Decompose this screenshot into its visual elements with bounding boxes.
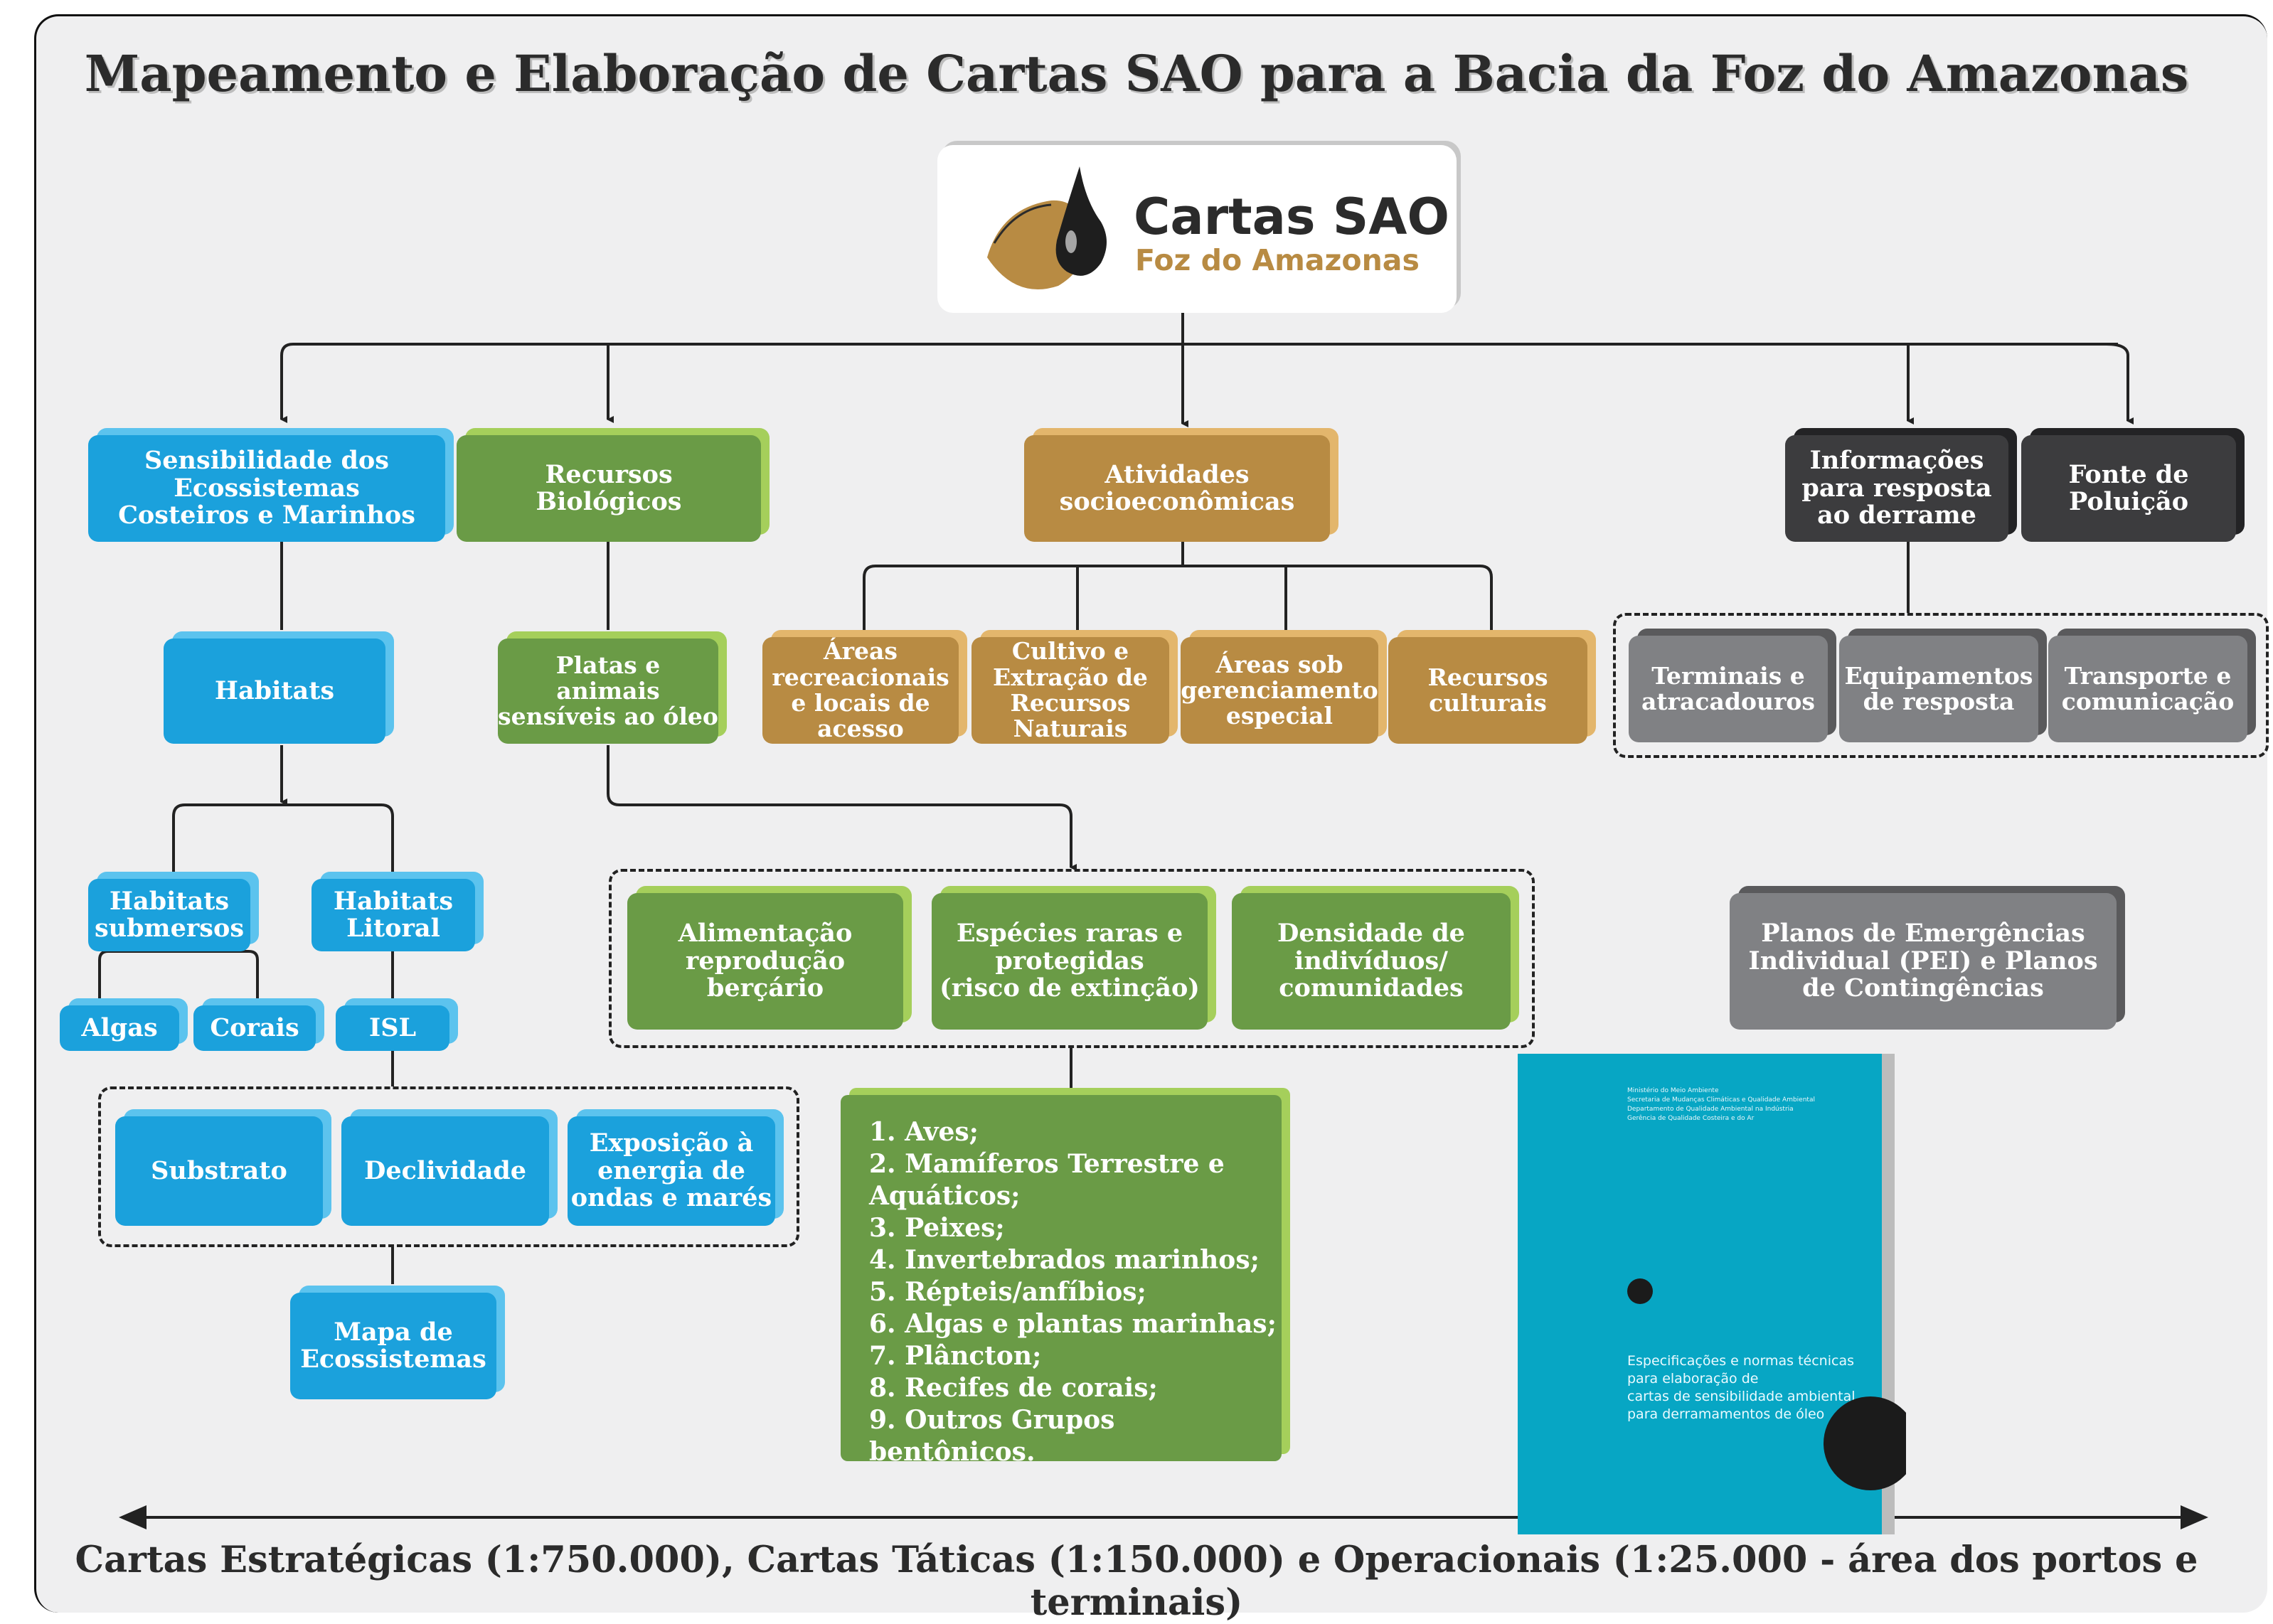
book-title-text: Especificações e normas técnicas para el… — [1627, 1353, 1856, 1422]
node-exposicao: Exposição à energia de ondas e marés — [568, 1116, 775, 1226]
node-algas: Algas — [60, 1005, 179, 1051]
technical-specs-book-cover: Ministério do Meio Ambiente Secretaria d… — [1518, 1054, 1906, 1534]
response-info-group — [1613, 613, 2269, 758]
list-item: 6. Algas e plantas marinhas; — [869, 1309, 1277, 1339]
biological-groups-list: 1. Aves; 2. Mamíferos Terrestre e Aquáti… — [841, 1095, 1282, 1467]
oil-blot-icon — [1824, 1396, 1906, 1490]
node-fonte-poluicao: Fonte de Poluição — [2021, 435, 2236, 542]
node-informacoes: Informações para resposta ao derrame — [1785, 435, 2008, 542]
oil-drop-logo-icon — [987, 166, 1107, 289]
diagram-title: Mapeamento e Elaboração de Cartas SAO pa… — [84, 44, 2189, 103]
node-alimentacao: Alimentação reprodução berçário — [627, 893, 903, 1030]
list-item: 7. Plâncton; — [869, 1341, 1042, 1371]
node-sensibilidade: Sensibilidade dos Ecossistemas Costeiros… — [88, 435, 445, 542]
node-habitats: Habitats — [164, 639, 385, 744]
node-habitats-submersos: Habitats submersos — [88, 879, 250, 951]
node-cultivo: Cultivo e Extração de Recursos Naturais — [972, 637, 1169, 744]
node-declividade: Declividade — [341, 1116, 549, 1226]
biological-criteria-group — [609, 869, 1535, 1048]
list-item: 1. Aves; — [869, 1117, 979, 1147]
node-mapa-ecossistemas: Mapa de Ecossistemas — [290, 1293, 496, 1399]
node-substrato: Substrato — [115, 1116, 323, 1226]
node-areas-recreacionais: Áreas recreacionais e locais de acesso — [762, 637, 959, 744]
node-especies: Espécies raras e protegidas (risco de ex… — [932, 893, 1208, 1030]
cartas-sao-logo: Cartas SAO Foz do Amazonas — [937, 145, 1457, 313]
node-recursos-culturais: Recursos culturais — [1388, 637, 1587, 744]
list-item: 4. Invertebrados marinhos; — [869, 1245, 1260, 1275]
list-item: 8. Recifes de corais; — [869, 1373, 1158, 1403]
logo-title: Cartas SAO — [1134, 188, 1449, 246]
node-transporte: Transporte e comunicação — [2048, 636, 2247, 742]
bottom-scale-caption: Cartas Estratégicas (1:750.000), Cartas … — [75, 1539, 2198, 1624]
node-equipamentos: Equipamentos de resposta — [1839, 636, 2038, 742]
list-item: 9. Outros Grupos bentônicos. — [869, 1405, 1115, 1467]
node-atividades: Atividades socioeconômicas — [1024, 435, 1330, 542]
book-header-text: Ministério do Meio Ambiente Secretaria d… — [1627, 1087, 1815, 1122]
node-densidade: Densidade de indivíduos/ comunidades — [1232, 893, 1511, 1030]
node-planos-emergencia: Planos de Emergências Individual (PEI) e… — [1730, 893, 2117, 1030]
node-platas: Platas e animais sensíveis ao óleo — [498, 639, 718, 744]
isl-parameters-group — [98, 1086, 799, 1247]
node-areas-gerenciamento: Áreas sob gerenciamento especial — [1181, 637, 1378, 744]
node-habitats-litoral: Habitats Litoral — [312, 879, 475, 951]
list-item: 5. Répteis/anfíbios; — [869, 1277, 1146, 1307]
node-recursos-biologicos: Recursos Biológicos — [457, 435, 761, 542]
dot-icon — [1627, 1278, 1653, 1304]
list-item: 3. Peixes; — [869, 1213, 1005, 1243]
node-isl: ISL — [336, 1005, 449, 1051]
list-item: 2. Mamíferos Terrestre e Aquáticos; — [869, 1149, 1225, 1211]
logo-subtitle: Foz do Amazonas — [1135, 243, 1420, 277]
node-corais: Corais — [193, 1005, 316, 1051]
node-terminais: Terminais e atracadouros — [1629, 636, 1828, 742]
